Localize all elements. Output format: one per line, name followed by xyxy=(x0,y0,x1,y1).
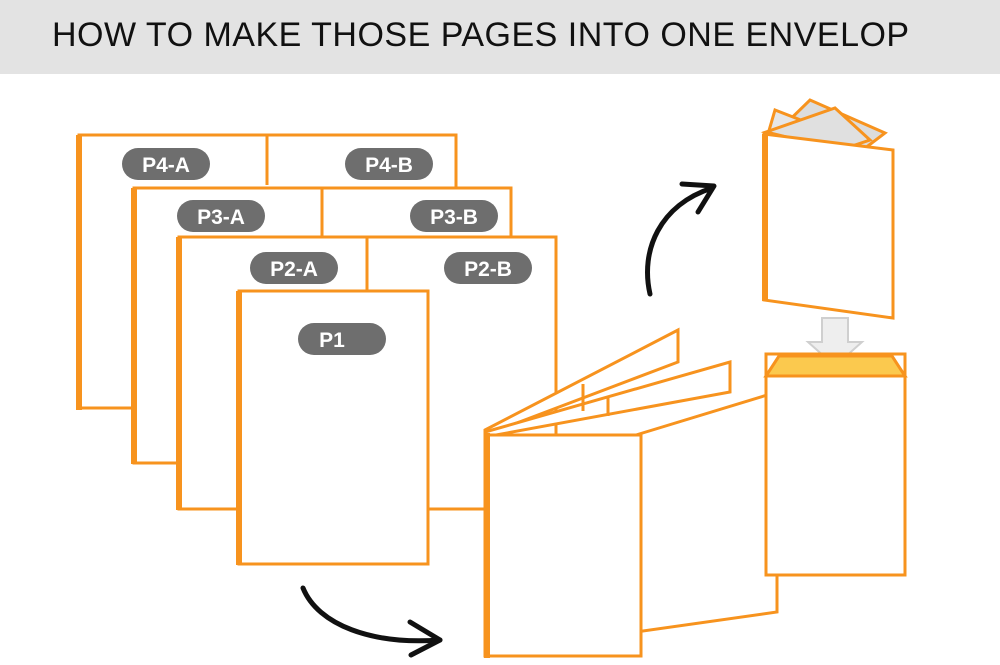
page-title: HOW TO MAKE THOSE PAGES INTO ONE ENVELOP xyxy=(52,16,910,54)
curved-arrow-right-icon xyxy=(300,585,443,658)
label-p3b: P3-B xyxy=(410,200,498,232)
label-p1: P1 xyxy=(298,323,386,355)
label-p4a: P4-A xyxy=(122,148,210,180)
curved-arrow-up-icon xyxy=(645,181,717,297)
label-p2b-text: P2-B xyxy=(464,258,512,281)
page-sheet-p1 xyxy=(236,289,430,566)
envelope xyxy=(763,352,908,577)
label-p3a-text: P3-A xyxy=(197,206,245,229)
bound-booklet xyxy=(760,98,895,320)
label-p2a: P2-A xyxy=(250,252,338,284)
label-p4b: P4-B xyxy=(345,148,433,180)
label-p3a: P3-A xyxy=(177,200,265,232)
folded-booklet xyxy=(483,327,779,658)
label-p1-text: P1 xyxy=(319,329,345,352)
label-p2b: P2-B xyxy=(444,252,532,284)
label-p2a-text: P2-A xyxy=(270,258,318,281)
title-bar: HOW TO MAKE THOSE PAGES INTO ONE ENVELOP xyxy=(0,0,1000,74)
label-p4a-text: P4-A xyxy=(142,154,190,177)
label-p3b-text: P3-B xyxy=(430,206,478,229)
label-p4b-text: P4-B xyxy=(365,154,413,177)
